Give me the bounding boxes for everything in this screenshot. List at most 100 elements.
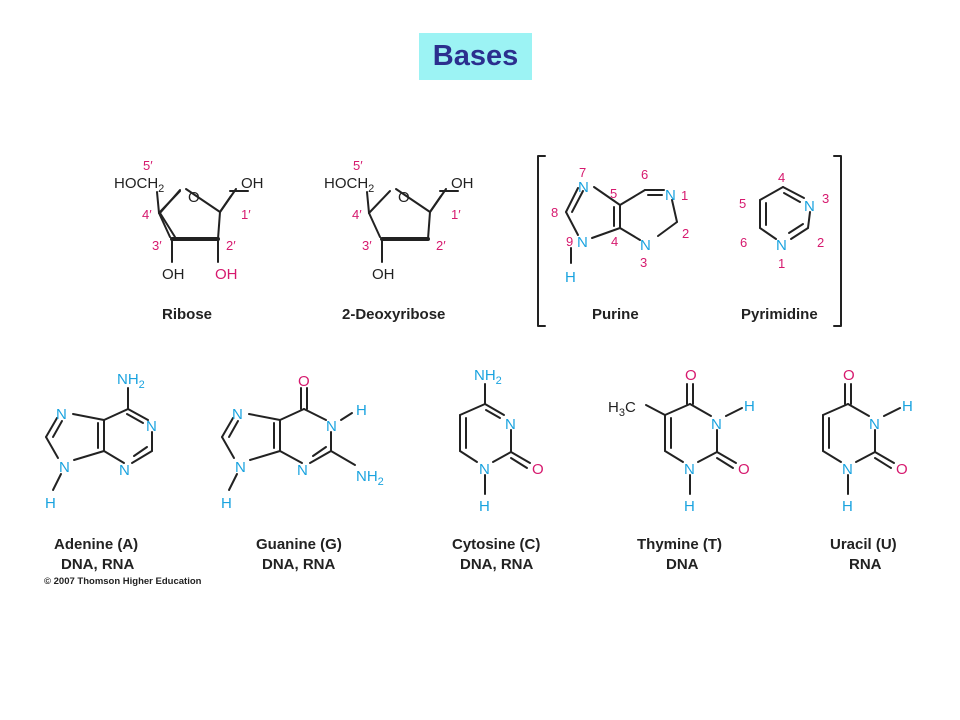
purine-n1: N [665, 187, 676, 204]
uracil-n3: N [869, 416, 880, 433]
left-bracket [537, 155, 546, 327]
deoxyribose-pos-1: 1′ [451, 207, 461, 222]
thymine-h1: H [684, 498, 695, 515]
cytosine-n3: N [505, 416, 516, 433]
purine-num-2: 2 [682, 226, 689, 241]
purine-num-3: 3 [640, 255, 647, 270]
purine-num-4: 4 [611, 234, 618, 249]
pyrimidine-num-5: 5 [739, 196, 746, 211]
ribose-pos-2: 2′ [226, 238, 236, 253]
uracil-h1: H [842, 498, 853, 515]
uracil-n1: N [842, 461, 853, 478]
ribose-c3-oh: OH [162, 266, 185, 283]
cytosine-structure: NH2 N O N H Cytosine (C) DNA, RNA [452, 367, 544, 573]
adenine-n9: N [59, 459, 70, 476]
ribose-ring-oxygen: O [188, 189, 200, 206]
adenine-structure: NH2 N N N N H Adenine (A) DNA, RNA [45, 371, 157, 573]
deoxyribose-structure: HOCH2 O OH OH 5′ 4′ 3′ 2′ 1′ 2-Deoxyribo… [324, 158, 474, 323]
deoxyribose-pos-5: 5′ [353, 158, 363, 173]
uracil-o4: O [843, 367, 855, 384]
cytosine-o2: O [532, 461, 544, 478]
purine-num-1: 1 [681, 188, 688, 203]
deoxyribose-caption: 2-Deoxyribose [342, 306, 445, 323]
thymine-h3: H [744, 398, 755, 415]
pyrimidine-num-3: 3 [822, 191, 829, 206]
thymine-o4: O [685, 367, 697, 384]
thymine-name: Thymine (T) [637, 536, 722, 553]
uracil-type: RNA [849, 556, 882, 573]
uracil-o2: O [896, 461, 908, 478]
pyrimidine-n1: N [776, 237, 787, 254]
adenine-n1: N [146, 418, 157, 435]
cytosine-h1: H [479, 498, 490, 515]
pyrimidine-num-4: 4 [778, 170, 785, 185]
uracil-h3: H [902, 398, 913, 415]
deoxyribose-pos-3: 3′ [362, 238, 372, 253]
thymine-n3: N [711, 416, 722, 433]
guanine-n9: N [235, 459, 246, 476]
guanine-n1: N [326, 418, 337, 435]
thymine-methyl: H3C [608, 399, 636, 419]
guanine-n3: N [297, 462, 308, 479]
purine-num-9: 9 [566, 234, 573, 249]
guanine-h9: H [221, 495, 232, 512]
guanine-structure: O N H N NH2 N N H Guanine (G) DNA, RNA [221, 373, 384, 573]
thymine-type: DNA [666, 556, 699, 573]
purine-num-6: 6 [641, 167, 648, 182]
adenine-n7: N [56, 406, 67, 423]
pyrimidine-num-2: 2 [817, 235, 824, 250]
purine-num-7: 7 [579, 165, 586, 180]
deoxyribose-pos-4: 4′ [352, 207, 362, 222]
uracil-structure: O N H O N H Uracil (U) RNA [822, 367, 913, 573]
purine-n3: N [640, 237, 651, 254]
ribose-c1-oh: OH [241, 175, 264, 192]
guanine-h1: H [356, 402, 367, 419]
guanine-type: DNA, RNA [262, 556, 335, 573]
pyrimidine-num-6: 6 [740, 235, 747, 250]
ribose-pos-5: 5′ [143, 158, 153, 173]
thymine-n1: N [684, 461, 695, 478]
slide-title: Bases [419, 33, 532, 80]
pyrimidine-caption: Pyrimidine [741, 306, 818, 323]
pyrimidine-structure: N N 4 3 2 1 6 5 Pyrimidine [739, 170, 829, 323]
adenine-n3: N [119, 462, 130, 479]
ribose-structure: HOCH2 O OH OH OH 5′ 4′ 3′ 2′ 1′ Ribose [114, 158, 264, 323]
adenine-type: DNA, RNA [61, 556, 134, 573]
ribose-caption: Ribose [162, 306, 212, 323]
guanine-n7: N [232, 406, 243, 423]
right-bracket [833, 155, 842, 327]
ribose-pos-3: 3′ [152, 238, 162, 253]
adenine-nh2: NH2 [117, 371, 145, 391]
cytosine-type: DNA, RNA [460, 556, 533, 573]
guanine-nh2: NH2 [356, 468, 384, 488]
purine-structure: N N N N H 1 2 3 4 5 6 7 8 9 Purine [551, 165, 689, 323]
ribose-hoch2-label: HOCH2 [114, 175, 164, 195]
purine-caption: Purine [592, 306, 639, 323]
deoxyribose-pos-2: 2′ [436, 238, 446, 253]
deoxyribose-c3-oh: OH [372, 266, 395, 283]
deoxyribose-c1-oh: OH [451, 175, 474, 192]
cytosine-nh2: NH2 [474, 367, 502, 387]
guanine-o6: O [298, 373, 310, 390]
purine-num-8: 8 [551, 205, 558, 220]
purine-n9: N [577, 234, 588, 251]
slide-title-text: Bases [432, 40, 519, 72]
thymine-structure: O H3C N H O N H Thymine (T) DNA [608, 367, 755, 573]
purine-num-5: 5 [610, 186, 617, 201]
adenine-h9: H [45, 495, 56, 512]
deoxyribose-ring-oxygen: O [398, 189, 410, 206]
cytosine-name: Cytosine (C) [452, 536, 540, 553]
deoxyribose-hoch2-label: HOCH2 [324, 175, 374, 195]
pyrimidine-n3: N [804, 198, 815, 215]
uracil-name: Uracil (U) [830, 536, 897, 553]
ribose-c2-oh: OH [215, 266, 238, 283]
ribose-pos-4: 4′ [142, 207, 152, 222]
purine-n7: N [578, 179, 589, 196]
cytosine-n1: N [479, 461, 490, 478]
guanine-name: Guanine (G) [256, 536, 342, 553]
thymine-o2: O [738, 461, 750, 478]
copyright-notice: © 2007 Thomson Higher Education [44, 576, 202, 587]
purine-h9: H [565, 269, 576, 286]
adenine-name: Adenine (A) [54, 536, 138, 553]
